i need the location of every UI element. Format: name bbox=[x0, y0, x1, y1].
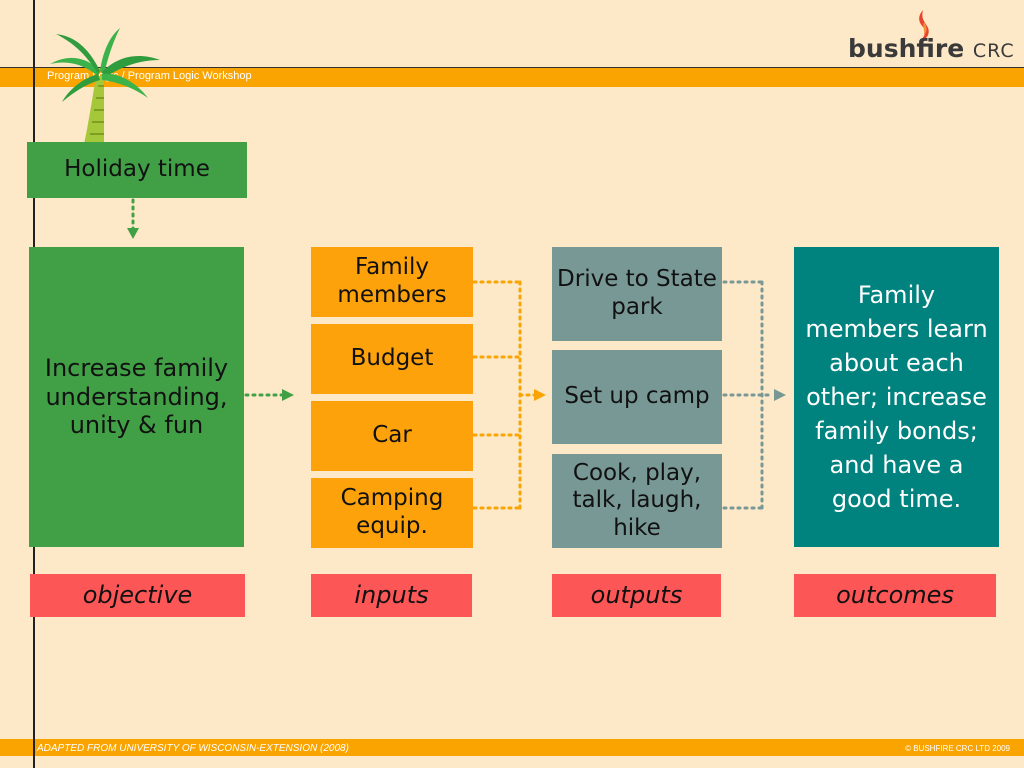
input-label: Car bbox=[372, 422, 412, 449]
objective-category-text: objective bbox=[82, 581, 193, 610]
output-box: Cook, play, talk, laugh, hike bbox=[552, 454, 722, 548]
output-label: Set up camp bbox=[564, 383, 710, 410]
outcomes-category-text: outcomes bbox=[836, 581, 954, 610]
header-rule bbox=[0, 67, 1024, 68]
outputs-category-text: outputs bbox=[590, 581, 683, 610]
flame-icon bbox=[919, 10, 929, 41]
header-bar bbox=[0, 68, 1024, 87]
logo-brand: bushfire bbox=[848, 34, 965, 63]
inputs-category-text: inputs bbox=[354, 581, 429, 610]
holiday-time-label: Holiday time bbox=[64, 156, 210, 183]
input-box: Car bbox=[311, 401, 473, 471]
output-label: Cook, play, talk, laugh, hike bbox=[572, 459, 702, 541]
bushfire-crc-logo: bushfire CRC bbox=[848, 34, 1015, 63]
input-label: Family members bbox=[337, 254, 447, 308]
output-label: Drive to State park bbox=[557, 266, 717, 320]
footer-bar bbox=[0, 739, 1024, 756]
footer-copyright: © BUSHFIRE CRC LTD 2009 bbox=[905, 744, 1010, 753]
arrowhead-icon bbox=[774, 389, 786, 401]
input-box: Camping equip. bbox=[311, 478, 473, 548]
arrowhead-icon bbox=[127, 228, 139, 239]
logo-suffix: CRC bbox=[972, 40, 1015, 62]
inputs-category-label: inputs bbox=[311, 574, 472, 617]
input-box: Family members bbox=[311, 247, 473, 317]
output-box: Drive to State park bbox=[552, 247, 722, 341]
input-box: Budget bbox=[311, 324, 473, 394]
objective-category-label: objective bbox=[30, 574, 245, 617]
outcome-text: Family members learn about each other; i… bbox=[805, 280, 988, 514]
outputs-category-label: outputs bbox=[552, 574, 721, 617]
input-label: Camping equip. bbox=[340, 485, 444, 539]
footer-source: ADAPTED FROM UNIVERSITY OF WISCONSIN-EXT… bbox=[37, 743, 349, 754]
outcomes-category-label: outcomes bbox=[794, 574, 996, 617]
arrowhead-icon bbox=[534, 389, 546, 401]
arrowhead-icon bbox=[282, 389, 294, 401]
input-label: Budget bbox=[350, 345, 434, 372]
palm-tree-icon bbox=[50, 28, 160, 144]
objective-box: Increase family understanding, unity & f… bbox=[29, 247, 244, 547]
output-box: Set up camp bbox=[552, 350, 722, 444]
objective-text: Increase family understanding, unity & f… bbox=[44, 353, 229, 440]
holiday-time-box: Holiday time bbox=[27, 142, 247, 198]
outcome-box: Family members learn about each other; i… bbox=[794, 247, 999, 547]
